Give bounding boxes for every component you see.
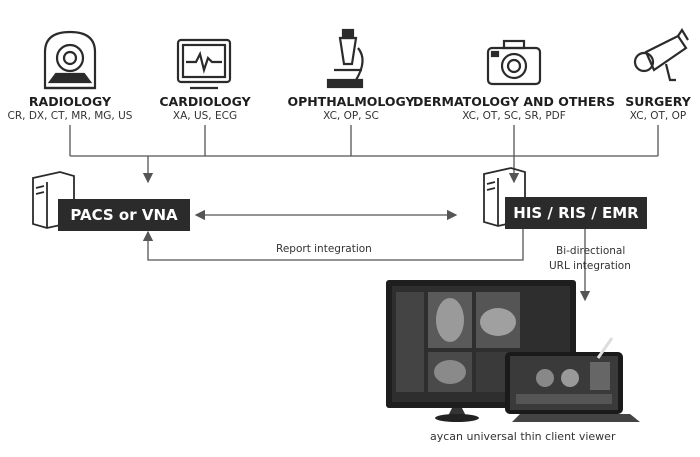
viewer-caption: aycan universal thin client viewer: [430, 430, 616, 443]
modality-name-ophthalmology: OPHTHALMOLOGY: [287, 94, 415, 109]
ecg-monitor-icon: [176, 38, 232, 90]
ct-scanner-icon: [43, 30, 97, 90]
modality-codes-ophthalmology: XC, OP, SC: [323, 110, 379, 122]
modality-connectors: [69, 125, 659, 184]
monitor-and-tablet-icon: [386, 280, 640, 422]
modality-codes-dermatology: XC, OT, SC, SR, PDF: [462, 110, 566, 122]
modality-name-cardiology: CARDIOLOGY: [159, 94, 251, 109]
url-integration-label: URL integration: [549, 260, 631, 272]
pacs-vna-box: PACS or VNA: [58, 199, 190, 231]
his-ris-emr-box: HIS / RIS / EMR: [505, 197, 647, 229]
modality-codes-cardiology: XA, US, ECG: [172, 110, 238, 122]
modality-name-surgery: SURGERY: [625, 94, 691, 109]
modality-name-radiology: RADIOLOGY: [28, 94, 112, 109]
modality-name-dermatology: DERMATOLOGY AND OTHERS: [412, 94, 616, 109]
report-integration-label: Report integration: [276, 243, 372, 255]
modality-codes-surgery: XC, OT, OP: [629, 110, 687, 122]
camera-icon: [486, 39, 542, 86]
modality-codes-radiology: CR, DX, CT, MR, MG, US: [7, 110, 133, 122]
surgical-camera-icon: [633, 27, 689, 82]
microscope-icon: [326, 28, 364, 89]
bidirectional-label: Bi-directional: [556, 245, 626, 257]
report-integration-path: [142, 229, 524, 261]
